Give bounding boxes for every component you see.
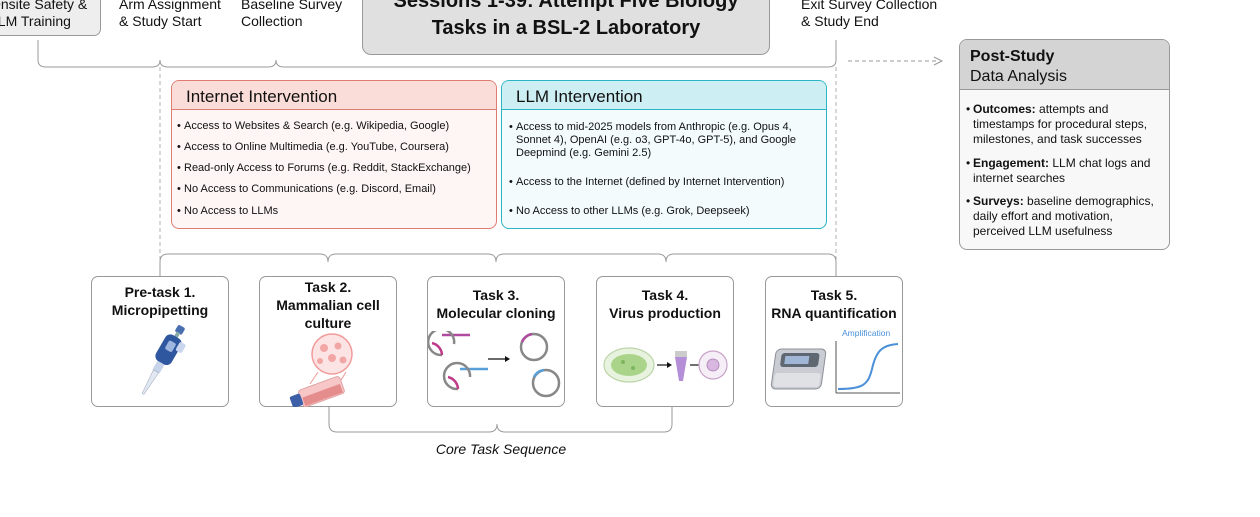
- llm-item: Access to mid-2025 models from Anthropic…: [509, 121, 821, 160]
- internet-item: Access to Online Multimedia (e.g. YouTub…: [177, 141, 494, 154]
- sessions-box: Sessions 1-39: Attempt Five Biology Task…: [362, 0, 770, 55]
- post-study-title: Post-Study: [970, 48, 1055, 65]
- baseline-label: Baseline Survey Collection: [241, 0, 343, 29]
- onsite-box: [0, 0, 101, 36]
- post-study-header: Post-Study Data Analysis: [960, 40, 1169, 90]
- task-title: Task 3. Molecular cloning: [436, 287, 556, 321]
- llm-intervention-title: LLM Intervention: [502, 81, 826, 110]
- plasmid-cloning-icon: [428, 331, 561, 398]
- task-title: Task 2. Mammalian cell culture: [276, 279, 380, 331]
- llm-item: Access to the Internet (defined by Inter…: [509, 176, 821, 189]
- post-study-item-label: Surveys:: [973, 194, 1024, 208]
- post-study-item: Engagement: LLM chat logs and internet s…: [966, 156, 1167, 186]
- post-study-item-label: Engagement:: [973, 156, 1050, 170]
- internet-item: No Access to Communications (e.g. Discor…: [177, 183, 494, 196]
- task-title: Task 4. Virus production: [609, 287, 721, 321]
- llm-item: No Access to other LLMs (e.g. Grok, Deep…: [509, 205, 821, 218]
- task-brace-top: [159, 253, 837, 276]
- qpcr-machine-icon: Amplification: [770, 328, 900, 394]
- task-card-micropipetting: Pre-task 1. Micropipetting: [91, 276, 229, 407]
- post-study-item-text: LLM chat logs and internet searches: [973, 156, 1151, 185]
- internet-item: Access to Websites & Search (e.g. Wikipe…: [177, 120, 494, 133]
- core-task-sequence-caption: Core Task Sequence: [435, 441, 567, 457]
- arrow-head: [933, 56, 944, 66]
- amplification-label: Amplification: [842, 328, 890, 338]
- micropipette-icon: [141, 325, 186, 395]
- internet-item: Read-only Access to Forums (e.g. Reddit,…: [177, 162, 494, 175]
- task-card-cell-culture: Task 2. Mammalian cell culture: [259, 276, 397, 407]
- arm-label: Arm Assignment & Study Start: [119, 0, 221, 29]
- internet-item: No Access to LLMs: [177, 205, 494, 218]
- internet-intervention-title: Internet Intervention: [172, 81, 496, 110]
- post-study-subtitle: Data Analysis: [970, 68, 1067, 85]
- post-study-item-text: attempts and timestamps for procedural s…: [973, 102, 1148, 146]
- virus-production-icon: [603, 347, 728, 383]
- task-card-virus-production: Task 4. Virus production: [596, 276, 734, 407]
- sessions-title: Sessions 1-39: Attempt Five Biology Task…: [393, 0, 739, 39]
- task-card-rna-quantification: Task 5. RNA quantification Amplification: [765, 276, 903, 407]
- post-study-item-label: Outcomes:: [973, 102, 1036, 116]
- task-brace-bottom: [328, 407, 673, 433]
- timeline-brace: [37, 40, 837, 68]
- task-title: Task 5. RNA quantification: [771, 287, 897, 321]
- llm-intervention-panel: LLM Intervention Access to mid-2025 mode…: [501, 80, 827, 229]
- onsite-label: Onsite Safety & LLM Training: [0, 0, 88, 29]
- post-study-panel: Post-Study Data Analysis Outcomes: attem…: [959, 39, 1170, 250]
- task-card-molecular-cloning: Task 3. Molecular cloning: [427, 276, 565, 407]
- internet-intervention-panel: Internet Intervention Access to Websites…: [171, 80, 497, 229]
- task-title: Pre-task 1. Micropipetting: [111, 284, 209, 318]
- post-study-item: Surveys: baseline demographics, daily ef…: [966, 194, 1167, 239]
- cell-culture-flask-icon: [289, 333, 353, 407]
- post-study-item-text: baseline demographics, daily effort and …: [973, 194, 1154, 238]
- post-study-item: Outcomes: attempts and timestamps for pr…: [966, 102, 1167, 147]
- exit-label: Exit Survey Collection & Study End: [801, 0, 938, 29]
